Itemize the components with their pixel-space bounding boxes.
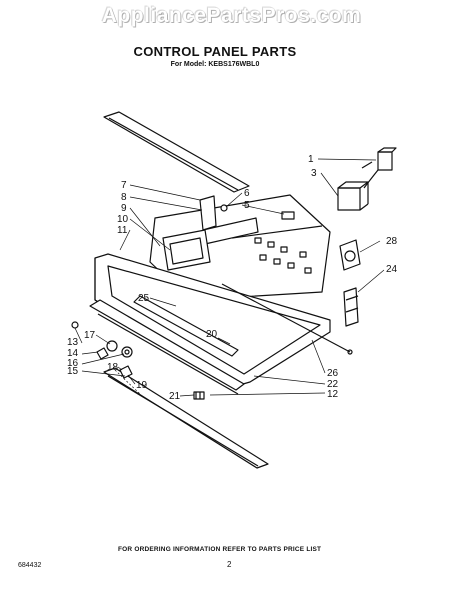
thermostat-switch bbox=[361, 147, 397, 189]
watermark: AppliancePartsPros.com bbox=[101, 4, 362, 27]
callout-7: 7 bbox=[121, 180, 127, 191]
callout-17: 17 bbox=[84, 330, 96, 341]
callout-3: 3 bbox=[311, 168, 317, 179]
display-window bbox=[162, 229, 211, 271]
callout-1: 1 bbox=[308, 154, 314, 165]
page-number: 2 bbox=[227, 560, 232, 569]
callout-11: 11 bbox=[117, 225, 128, 236]
side-bracket bbox=[343, 287, 359, 327]
front-panel-frame bbox=[89, 253, 331, 395]
callout-24: 24 bbox=[386, 264, 398, 275]
document-code: 684432 bbox=[18, 562, 42, 569]
callout-6: 6 bbox=[244, 188, 250, 199]
switch-strip bbox=[133, 295, 239, 357]
callout-20: 20 bbox=[206, 329, 218, 340]
callout-12: 12 bbox=[327, 389, 339, 400]
mounting-clip bbox=[193, 391, 205, 400]
screw-bracket bbox=[281, 211, 295, 220]
callout-22: 22 bbox=[327, 379, 339, 390]
callout-15: 15 bbox=[67, 366, 79, 377]
control-board bbox=[149, 194, 331, 301]
ordering-note: FOR ORDERING INFORMATION REFER TO PARTS … bbox=[118, 546, 322, 553]
bottom-trim-strip bbox=[103, 367, 269, 469]
callout-28: 28 bbox=[386, 236, 398, 247]
callout-9: 9 bbox=[121, 203, 127, 214]
callout-16: 16 bbox=[67, 358, 79, 369]
callout-21: 21 bbox=[169, 391, 181, 402]
callout-8: 8 bbox=[121, 192, 127, 203]
diagram-title: CONTROL PANEL PARTS bbox=[133, 44, 297, 59]
model-subtitle: For Model: KEBS176WBL0 bbox=[170, 61, 260, 68]
callout-5: 5 bbox=[244, 200, 250, 211]
relay bbox=[337, 181, 369, 211]
callout-13: 13 bbox=[67, 337, 79, 348]
mounting-bracket bbox=[199, 195, 259, 245]
callout-19: 19 bbox=[136, 380, 148, 391]
callout-10: 10 bbox=[117, 214, 129, 225]
screw bbox=[220, 204, 228, 212]
callout-26: 26 bbox=[327, 368, 339, 379]
callout-25: 25 bbox=[138, 293, 150, 304]
callout-18: 18 bbox=[107, 362, 119, 373]
top-trim-strip bbox=[103, 111, 250, 193]
support-rod bbox=[221, 283, 351, 353]
callout-14: 14 bbox=[67, 348, 79, 359]
knob-hardware bbox=[71, 321, 133, 379]
selector-switch bbox=[339, 239, 361, 271]
